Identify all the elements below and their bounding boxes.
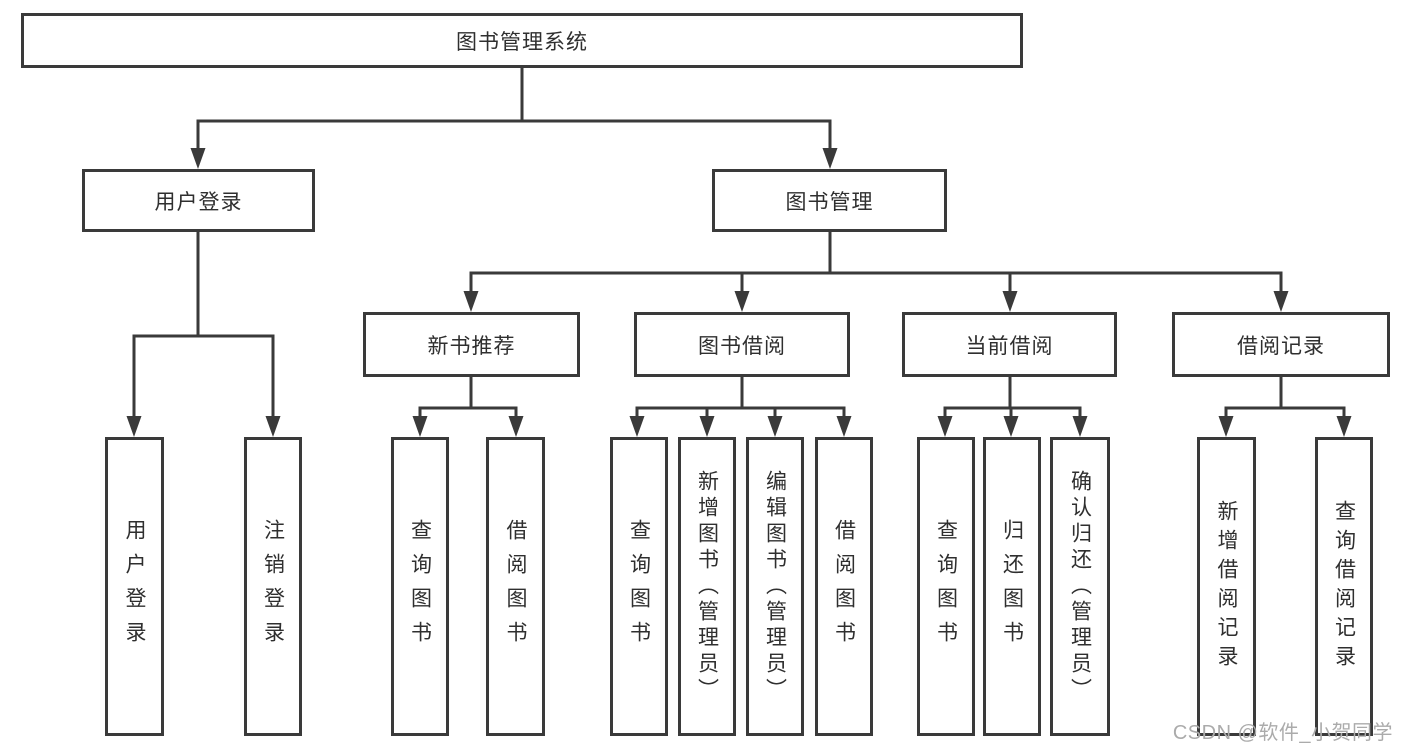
leaf-return-books: 归还图书 [983,437,1041,736]
node-library-system: 图书管理系统 [21,13,1023,68]
leaf-query-books-recommend: 查询图书 [391,437,449,736]
leaf-logout: 注销登录 [244,437,302,736]
node-current-borrowing: 当前借阅 [902,312,1117,377]
leaf-user-login: 用户登录 [105,437,164,736]
leaf-query-books-borrowing: 查询图书 [610,437,668,736]
leaf-add-books-admin-label: 新增图书（管理员） [695,469,719,704]
node-new-book-recommend: 新书推荐 [363,312,580,377]
leaf-borrow-books-borrowing-label: 借阅图书 [832,518,856,655]
leaf-edit-books-admin: 编辑图书（管理员） [746,437,804,736]
leaf-query-books-current-label: 查询图书 [934,518,958,655]
leaf-user-login-label: 用户登录 [123,518,146,655]
leaf-confirm-return-admin-label: 确认归还（管理员） [1068,469,1092,704]
leaf-add-borrow-record-label: 新增借阅记录 [1215,499,1238,674]
node-book-management: 图书管理 [712,169,947,232]
leaf-query-borrow-record-label: 查询借阅记录 [1332,499,1356,674]
node-book-borrowing-label: 图书借阅 [698,334,786,358]
leaf-logout-label: 注销登录 [261,518,285,655]
node-user-login: 用户登录 [82,169,315,232]
leaf-add-borrow-record: 新增借阅记录 [1197,437,1256,736]
leaf-query-books-current: 查询图书 [917,437,975,736]
leaf-borrow-books-borrowing: 借阅图书 [815,437,873,736]
leaf-edit-books-admin-label: 编辑图书（管理员） [763,469,787,704]
leaf-query-books-borrowing-label: 查询图书 [627,518,651,655]
node-book-borrowing: 图书借阅 [634,312,850,377]
node-current-borrowing-label: 当前借阅 [965,334,1054,358]
csdn-watermark: CSDN @软件_小贺同学 [1172,722,1393,744]
node-book-management-label: 图书管理 [785,190,874,214]
node-borrowing-records: 借阅记录 [1172,312,1390,377]
leaf-query-books-recommend-label: 查询图书 [408,518,432,655]
leaf-return-books-label: 归还图书 [1000,518,1024,655]
node-new-book-recommend-label: 新书推荐 [427,334,516,358]
leaf-borrow-books-recommend: 借阅图书 [486,437,545,736]
leaf-confirm-return-admin: 确认归还（管理员） [1050,437,1110,736]
leaf-add-books-admin: 新增图书（管理员） [678,437,736,736]
leaf-borrow-books-recommend-label: 借阅图书 [504,518,527,655]
leaf-query-borrow-record: 查询借阅记录 [1315,437,1373,736]
node-library-system-label: 图书管理系统 [456,30,588,54]
node-borrowing-records-label: 借阅记录 [1237,334,1325,358]
node-user-login-label: 用户登录 [154,190,243,214]
